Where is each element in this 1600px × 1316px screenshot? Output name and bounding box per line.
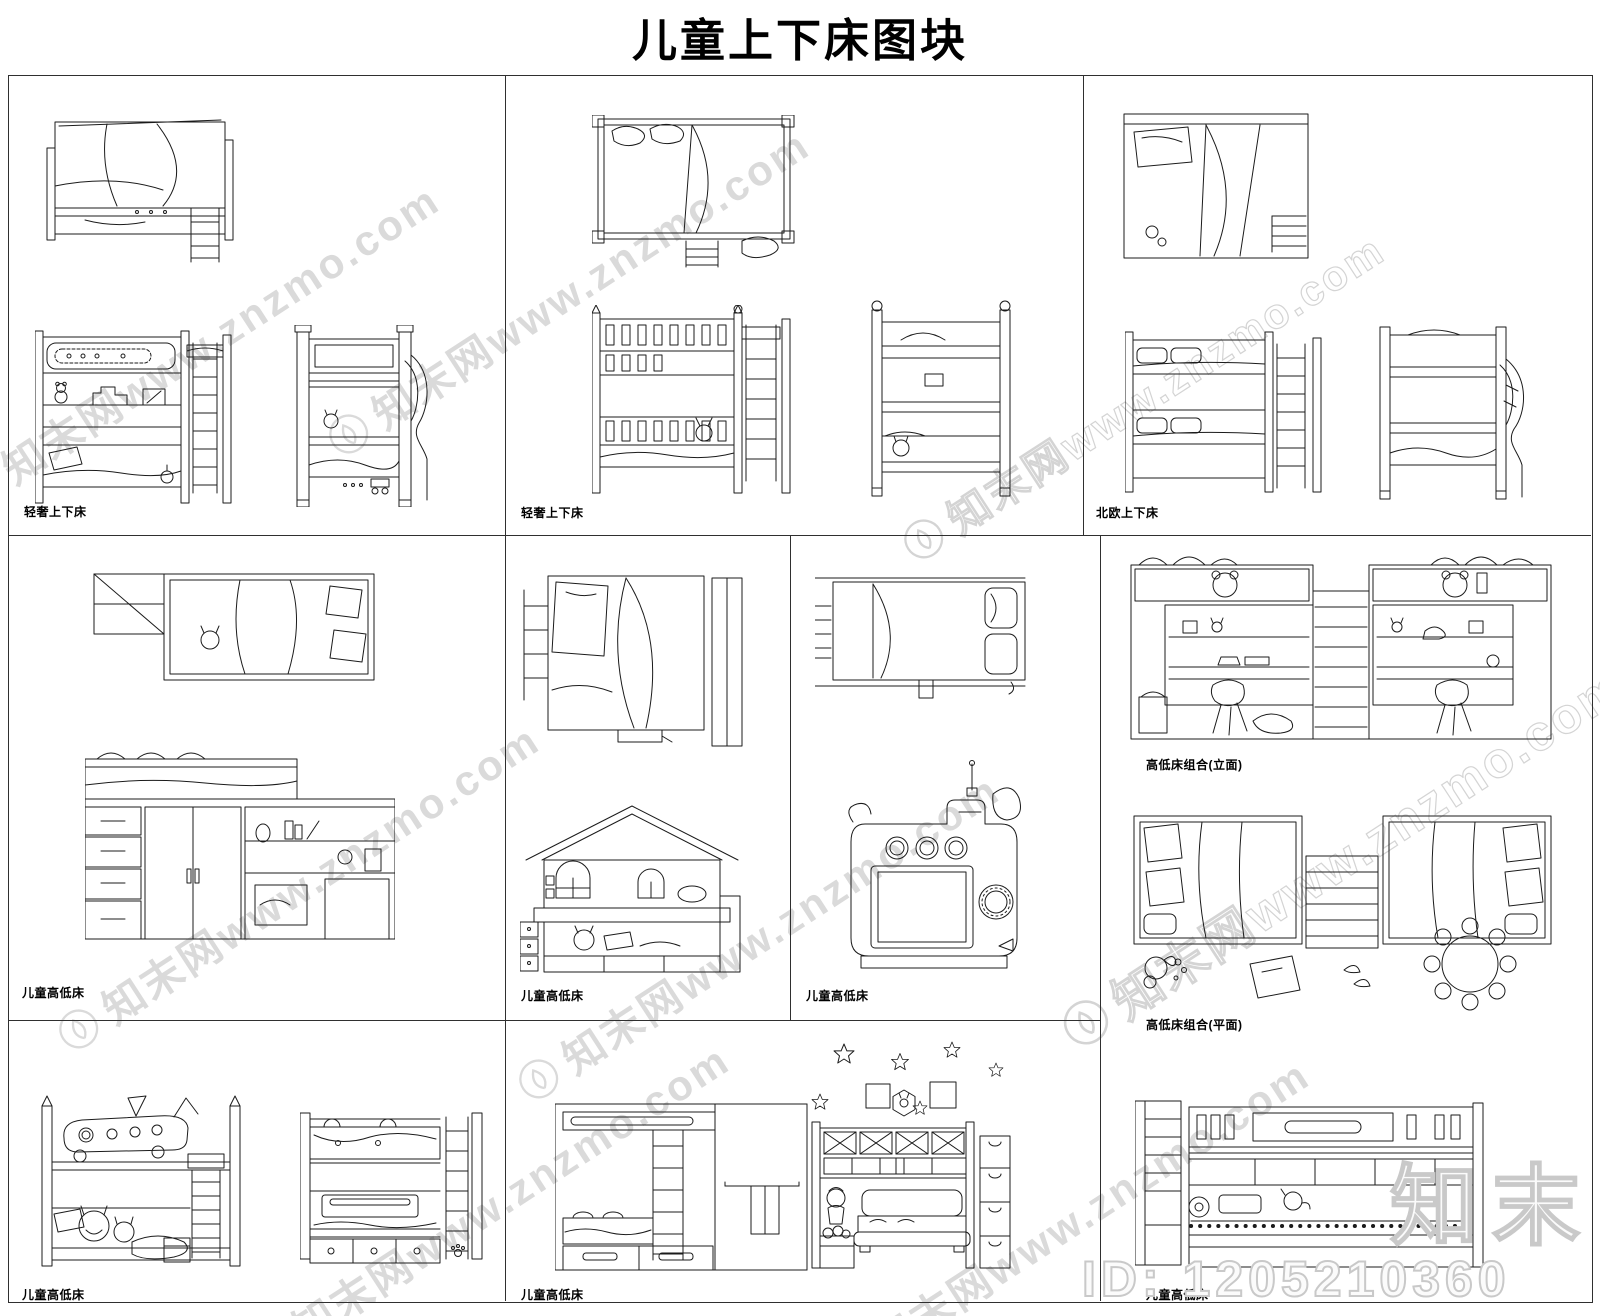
znzmo-logo-icon [903, 519, 943, 558]
znzmo-logo-icon [1063, 1000, 1109, 1045]
drawing-bunk-bed-front [592, 305, 791, 494]
cell-label-r3c1: 儿童高低床 [22, 1288, 85, 1302]
drawing-bunk-bed-front [1125, 331, 1322, 493]
drawing-airplane-bunk-bed [41, 1095, 241, 1267]
cell-label-elevation: 高低床组合(立面) [1146, 758, 1243, 772]
drawing-bunk-bed-front [35, 330, 232, 504]
grid-line-vertical [790, 535, 791, 1020]
cell-label-plan: 高低床组合(平面) [1146, 1018, 1243, 1032]
grid-line-vertical [1100, 535, 1101, 1301]
cell-label-r1c2: 轻奢上下床 [521, 506, 584, 520]
brand-watermark-text: 知末 [1389, 1156, 1595, 1257]
drawing-bed-plan-view [592, 115, 795, 268]
drawing-bed-plan-view [815, 577, 1026, 699]
cell-label-r3c3: 儿童高低床 [1146, 1288, 1209, 1302]
cell-label-r3c2: 儿童高低床 [521, 1288, 584, 1302]
drawing-loft-bed-with-wardrobe [85, 752, 395, 940]
watermark-diagonal: 知末网www.znzmo.com [888, 217, 1395, 576]
drawing-bunk-bed-side [871, 300, 1011, 497]
drawing-house-shaped-bed [520, 805, 741, 973]
cell-label-r1c3: 北欧上下床 [1096, 506, 1159, 520]
drawing-bunk-bed-side [1379, 326, 1524, 500]
sheet-border [8, 75, 1593, 1303]
drawing-bed-plan-with-ladder [523, 575, 743, 747]
drawing-bunk-bed-front [1135, 1100, 1484, 1268]
grid-line-vertical [505, 75, 506, 1301]
watermark-diagonal: 知末网www.znzmo.com [503, 757, 1010, 1116]
cell-label-r2c3: 儿童高低床 [806, 989, 869, 1003]
drawing-star-bunk-bed [811, 1041, 1011, 1269]
grid-line-horizontal [8, 535, 1591, 536]
drawing-bed-side-view [46, 119, 234, 263]
cell-label-r2c1: 儿童高低床 [22, 986, 85, 1000]
drawing-bed-combination-plan [1133, 815, 1552, 1011]
drawing-l-shaped-bed-plan [93, 573, 375, 681]
drawing-camera-shaped-bed [848, 760, 1021, 969]
drawing-loft-bed-wardrobe [555, 1103, 808, 1271]
cell-label-r2c2: 儿童高低床 [521, 989, 584, 1003]
drawing-bed-plan-view [1123, 113, 1309, 259]
grid-line-horizontal [8, 1020, 1100, 1021]
drawing-bunk-bed-side-drawers [300, 1112, 483, 1264]
grid-line-vertical [1083, 75, 1084, 535]
drawing-bed-combination-elevation [1130, 556, 1552, 740]
image-id-watermark: ID: 1205210360 [1081, 1250, 1511, 1308]
cell-label-r1c1: 轻奢上下床 [24, 505, 87, 519]
drawing-bunk-bed-side [294, 325, 428, 507]
watermark-diagonal: 知末网www.znzmo.com [1045, 647, 1600, 1066]
page-title: 儿童上下床图块 [631, 15, 968, 66]
znzmo-logo-icon [518, 1059, 558, 1098]
znzmo-logo-icon [328, 414, 368, 453]
watermark-diagonal: 知末网www.znzmo.com [313, 112, 820, 471]
